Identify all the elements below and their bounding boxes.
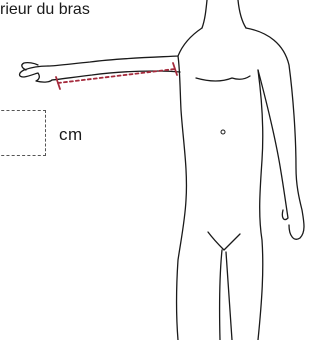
torso-left-outline	[177, 56, 187, 340]
right-arm-outer-outline	[246, 28, 304, 239]
chest-outline	[196, 76, 250, 81]
torso-right-outline	[258, 70, 263, 340]
neck-right-outline	[238, 0, 246, 28]
inner-leg-right-outline	[226, 252, 232, 340]
navel-mark	[221, 130, 225, 134]
neck-left-outline	[202, 0, 207, 28]
left-arm-bottom-outline	[52, 71, 180, 80]
crotch-outline	[208, 232, 240, 250]
inner-leg-outline	[220, 250, 222, 340]
